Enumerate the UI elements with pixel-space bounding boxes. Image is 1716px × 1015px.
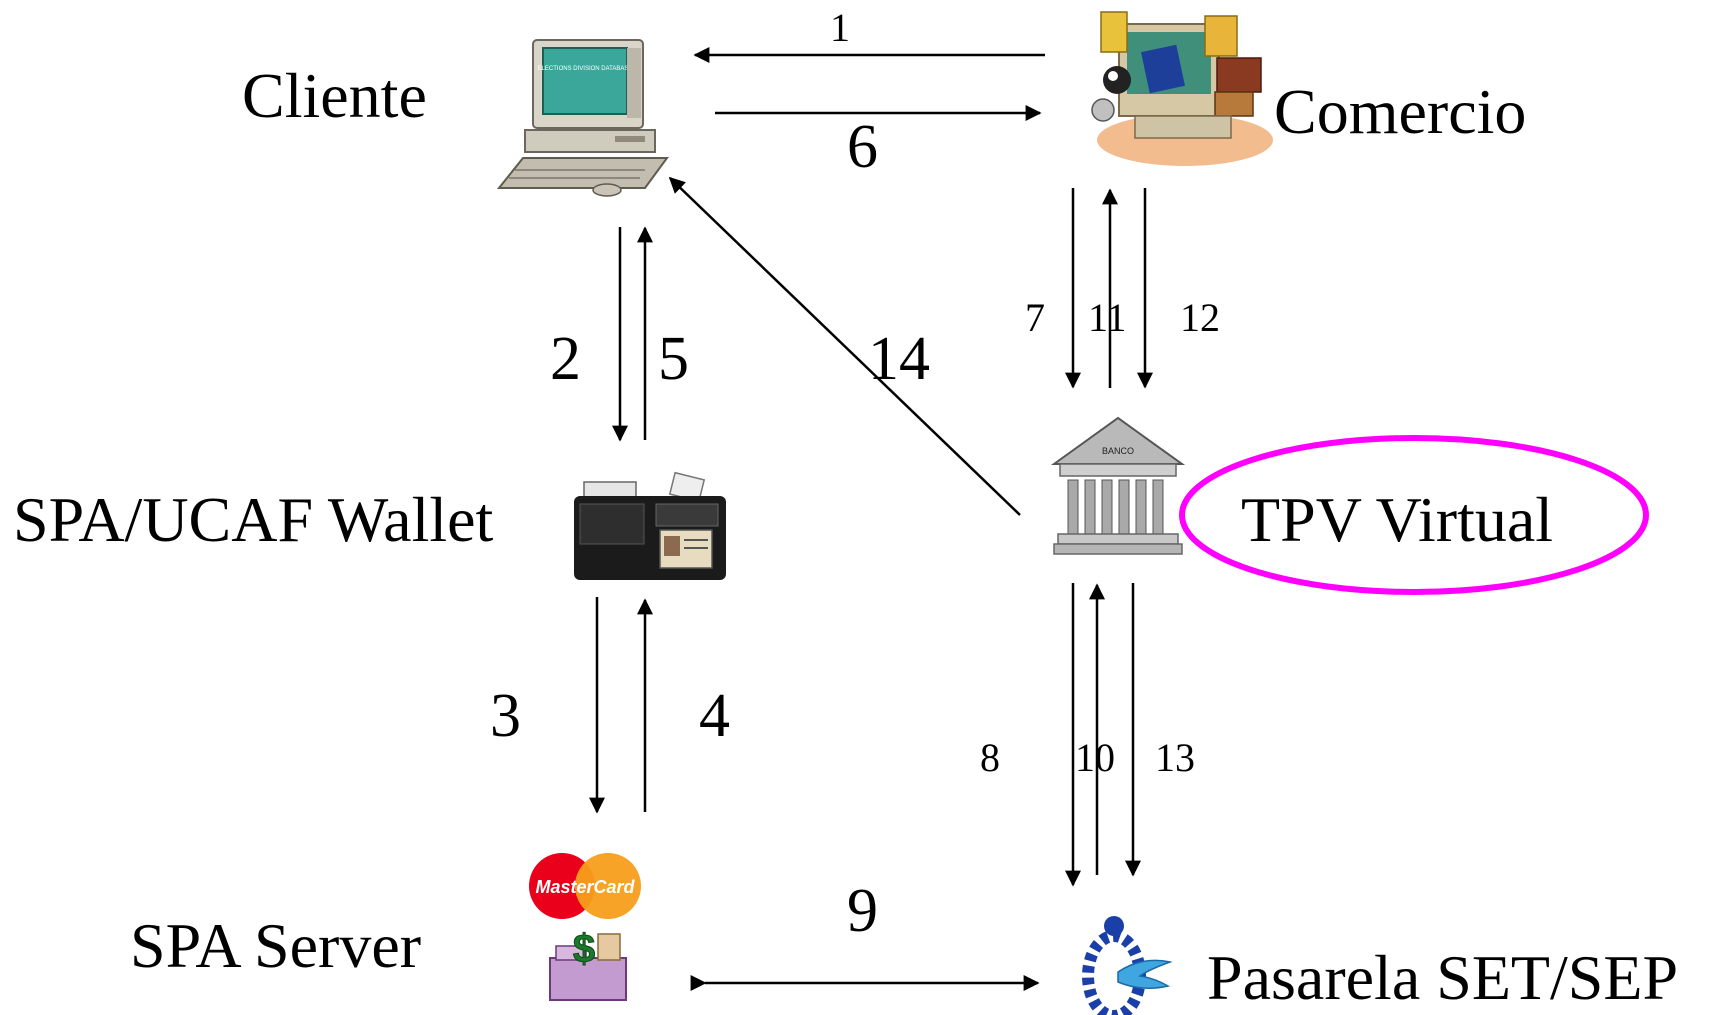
step-4-label: 4	[699, 682, 730, 750]
step-11-label: 11	[1088, 295, 1127, 340]
computer-screen-text: ELECTIONS DIVISION DATABASE	[538, 66, 633, 72]
pasarela-label: Pasarela SET/SEP	[1207, 942, 1679, 1013]
dollar-sign-text: $	[573, 927, 595, 971]
wallet-icon	[574, 471, 726, 580]
pasarela-logo-icon	[1082, 916, 1173, 1015]
step-12-label: 12	[1180, 295, 1220, 340]
step-14-label: 14	[868, 325, 930, 393]
spa-server-label: SPA Server	[130, 910, 422, 981]
mastercard-logo-text: MasterCard	[535, 877, 635, 897]
bank-sign-text: BANCO	[1102, 446, 1134, 456]
bank-building-icon: BANCO	[1050, 416, 1186, 555]
step-7-label: 7	[1025, 295, 1045, 340]
step-1-label: 1	[830, 5, 850, 50]
computer-icon: ELECTIONS DIVISION DATABASE	[496, 39, 669, 197]
tpv-label: TPV Virtual	[1241, 484, 1554, 555]
step-10-label: 10	[1075, 735, 1115, 780]
cliente-label: Cliente	[242, 60, 427, 131]
step-2-label: 2	[550, 325, 581, 393]
step-13-label: 13	[1155, 735, 1195, 780]
mastercard-cash-register-icon: MasterCard $	[529, 853, 641, 1001]
step-6-label: 6	[847, 113, 878, 181]
arrows	[589, 47, 1153, 991]
step-3-label: 3	[490, 682, 521, 750]
tpv-highlight-ellipse	[1179, 435, 1649, 595]
wallet-label: SPA/UCAF Wallet	[13, 484, 494, 555]
comercio-label: Comercio	[1274, 76, 1527, 147]
step-9-label: 9	[847, 877, 878, 945]
step-8-label: 8	[980, 735, 1000, 780]
step-5-label: 5	[658, 325, 689, 393]
shop-computer-icon	[1091, 11, 1273, 166]
arrow-step-14	[668, 176, 1021, 516]
